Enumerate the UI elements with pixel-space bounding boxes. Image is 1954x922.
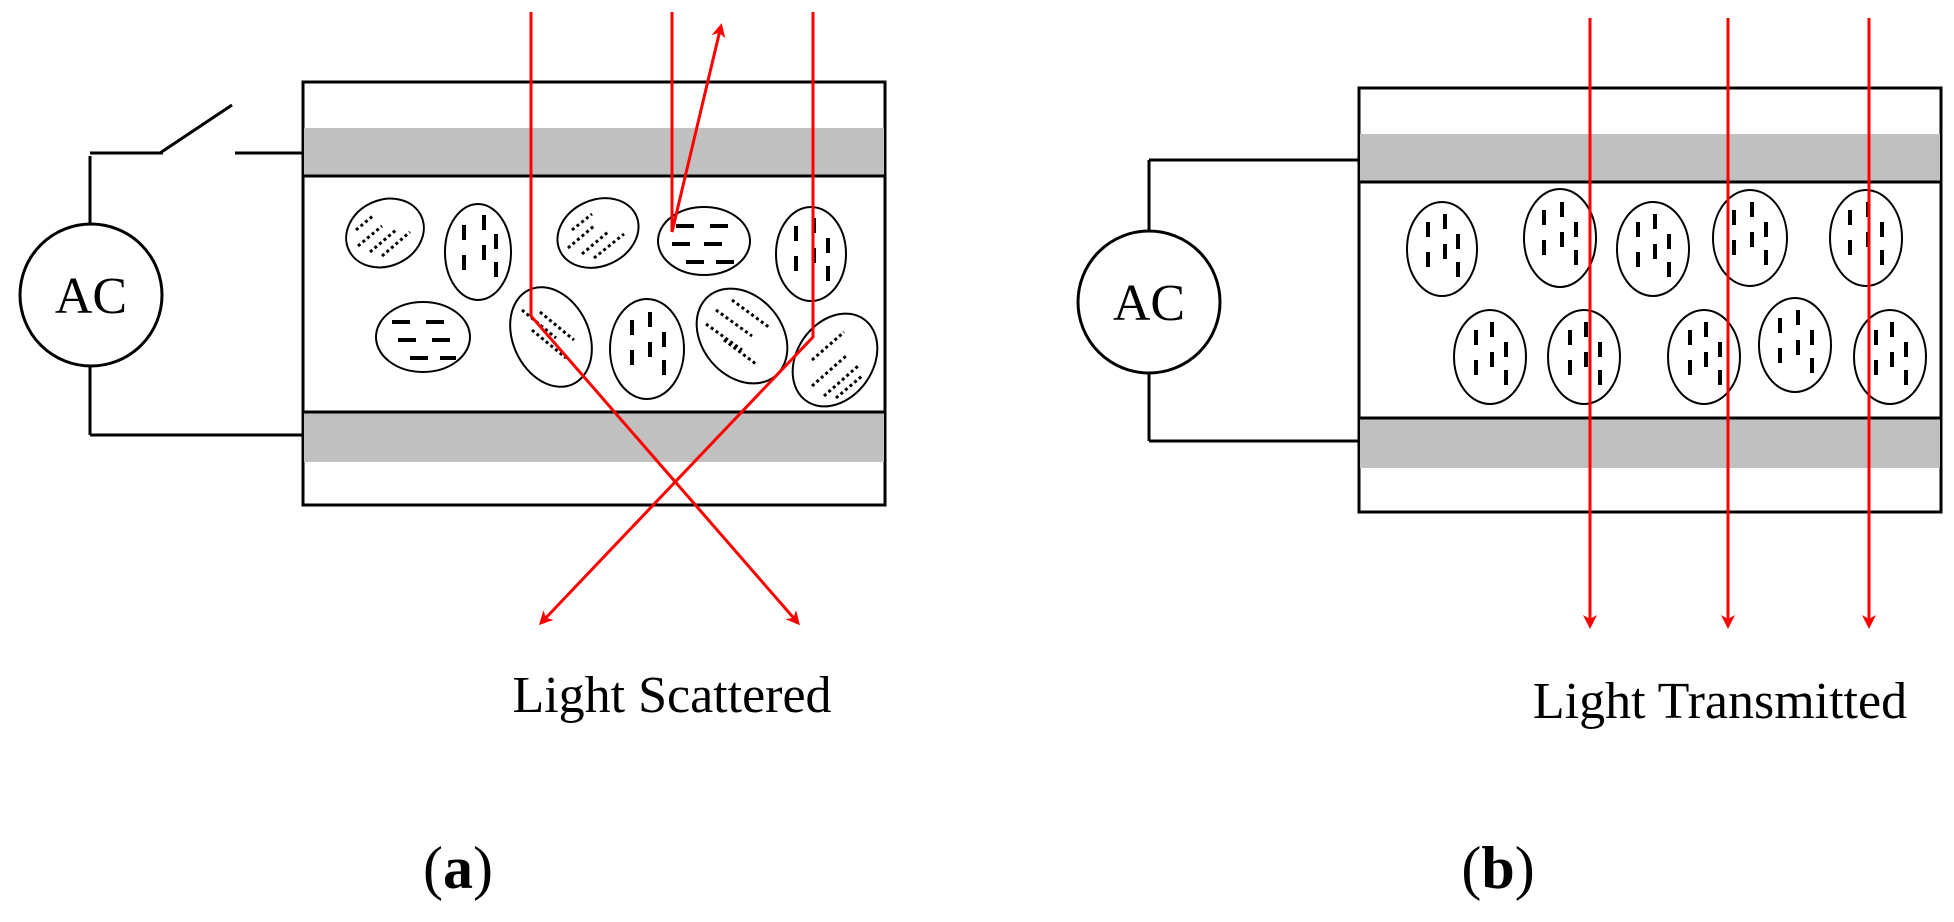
circuit-a bbox=[88, 103, 303, 437]
panel-label-a: (a) bbox=[423, 835, 493, 901]
droplet bbox=[1712, 189, 1788, 287]
droplet bbox=[444, 203, 512, 301]
panel-label-b: (b) bbox=[1461, 835, 1534, 901]
lc-droplets-b bbox=[1406, 188, 1927, 405]
cell-a-top-electrode bbox=[304, 128, 884, 176]
ac-source-a-label: AC bbox=[55, 268, 127, 325]
light-rays-b bbox=[1583, 18, 1876, 629]
ac-source-b-label: AC bbox=[1113, 275, 1185, 332]
backscattered-ray bbox=[670, 12, 726, 233]
lc-droplets-a bbox=[345, 197, 879, 408]
droplet bbox=[1406, 201, 1478, 297]
scattered-ray-1 bbox=[529, 12, 800, 626]
circuit-b bbox=[1147, 158, 1359, 443]
lc-cell-a bbox=[301, 80, 887, 507]
open-switch bbox=[159, 103, 233, 155]
panel-b: AC bbox=[1076, 18, 1943, 901]
caption-light-scattered: Light Scattered bbox=[512, 667, 831, 724]
droplet bbox=[1453, 309, 1527, 405]
ac-source-b: AC bbox=[1076, 229, 1222, 375]
lc-cell-b bbox=[1357, 86, 1943, 514]
droplet bbox=[1667, 309, 1741, 405]
droplet bbox=[556, 197, 640, 269]
cell-b-top-electrode bbox=[1360, 134, 1940, 182]
panel-a: AC bbox=[18, 12, 887, 901]
droplet bbox=[1829, 189, 1903, 287]
droplet bbox=[345, 197, 425, 269]
droplet bbox=[1547, 309, 1621, 405]
droplet bbox=[1853, 309, 1927, 405]
ac-source-a: AC bbox=[18, 222, 164, 368]
droplet bbox=[609, 298, 685, 400]
droplet bbox=[775, 206, 847, 302]
scattered-ray-2 bbox=[538, 12, 815, 626]
light-rays-a bbox=[529, 12, 815, 626]
droplet bbox=[1616, 201, 1690, 297]
droplet bbox=[657, 206, 751, 276]
cell-a-bottom-electrode bbox=[304, 412, 884, 462]
droplet bbox=[375, 301, 471, 373]
cell-b-bottom-electrode bbox=[1360, 418, 1940, 468]
ac-source-b-circle bbox=[1076, 229, 1222, 375]
droplet bbox=[1758, 297, 1832, 393]
caption-light-transmitted: Light Transmitted bbox=[1533, 673, 1907, 730]
droplet bbox=[1523, 188, 1597, 288]
ac-source-a-circle bbox=[18, 222, 164, 368]
